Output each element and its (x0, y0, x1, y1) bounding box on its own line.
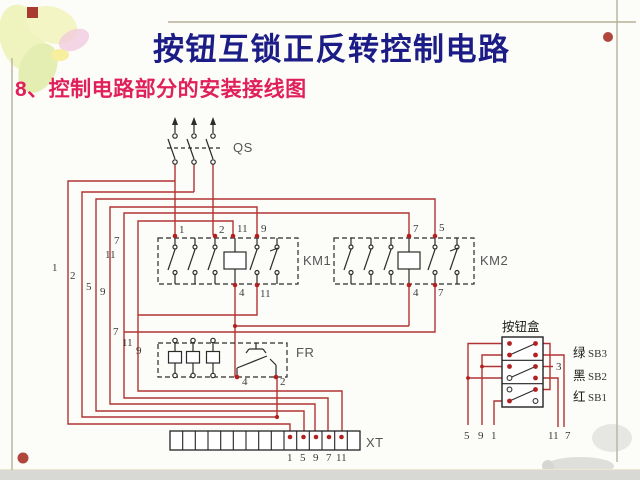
terminal-label: 7 (438, 287, 444, 299)
deco-dot-bottomleft (17, 452, 29, 464)
jumper-number: 3 (556, 361, 562, 373)
xt-number: 7 (326, 452, 332, 464)
terminal-label: 2 (280, 376, 286, 388)
terminal-label: 4 (239, 287, 245, 299)
terminal-dots (172, 233, 484, 440)
bullet-square (27, 7, 38, 18)
page-subtitle: 8、控制电路部分的安装接线图 (15, 78, 307, 101)
bbox-number: 5 (464, 430, 470, 442)
xt-number: 1 (287, 452, 293, 464)
xt-number: 9 (313, 452, 319, 464)
km1-contactor (157, 237, 299, 285)
qs-switch (167, 117, 221, 165)
km2-label: KM2 (480, 253, 508, 268)
button-color-green: 绿 (573, 345, 586, 360)
button-box (501, 336, 544, 408)
bbox-number: 1 (491, 430, 497, 442)
terminal-label: 2 (219, 224, 225, 236)
button-color-black: 黑 (573, 369, 586, 383)
km2-contactor (333, 237, 475, 285)
button-labels: 绿 SB3 黑 SB2 红 SB1 (573, 345, 607, 404)
xt-label: XT (366, 435, 384, 450)
button-id-sb1: SB1 (588, 392, 607, 404)
wire-1 (67, 180, 291, 436)
wire-label: 2 (70, 270, 76, 282)
button-box-terminals (507, 341, 538, 404)
xt-number: 5 (300, 452, 306, 464)
wire-7 (123, 212, 410, 436)
flower-decoration (0, 4, 90, 93)
terminal-label: 11 (260, 288, 271, 300)
wire-label: 11 (122, 337, 133, 349)
wire-label: 11 (105, 249, 116, 261)
deco-dot-topright (603, 32, 613, 42)
wire-11 (137, 220, 343, 436)
wire-4 (234, 284, 410, 377)
wire-label: 9 (100, 286, 106, 298)
xt-number: 11 (336, 452, 347, 464)
bottom-band (0, 470, 640, 480)
terminal-label: 7 (413, 223, 419, 235)
button-id-sb3: SB3 (588, 348, 607, 360)
wire-label: 9 (136, 345, 142, 357)
fr-relay (157, 337, 288, 379)
wire-number-labels: 1 2 5 9 7 11 7 11 9 1 2 11 9 4 11 7 5 4 … (52, 222, 571, 464)
wires (67, 164, 565, 436)
wire-9 (109, 206, 316, 436)
button-box-title: 按钮盒 (502, 319, 540, 334)
fr-label: FR (296, 345, 314, 360)
wire-label: 7 (114, 235, 120, 247)
bottom-accent-line (0, 469, 640, 471)
bbox-number: 9 (478, 430, 484, 442)
wire-label: 1 (52, 262, 58, 274)
bbox-number: 11 (548, 430, 559, 442)
terminal-label: 11 (237, 223, 248, 235)
wire-5 (95, 198, 436, 436)
button-id-sb2: SB2 (588, 371, 607, 383)
terminal-label: 5 (439, 222, 445, 234)
wire-label: 5 (86, 281, 92, 293)
button-color-red: 红 (573, 389, 586, 404)
km1-label: KM1 (303, 253, 331, 268)
terminal-label: 1 (179, 224, 185, 236)
qs-label: QS (233, 140, 253, 155)
terminal-label: 4 (242, 376, 248, 388)
terminal-label: 4 (413, 287, 419, 299)
terminal-label: 9 (261, 223, 267, 235)
bbox-number: 7 (565, 430, 571, 442)
wire-label: 7 (113, 326, 119, 338)
page-title: 按钮互锁正反转控制电路 (153, 32, 511, 67)
xt-terminal-strip (169, 430, 361, 451)
wire-2 (81, 191, 277, 418)
